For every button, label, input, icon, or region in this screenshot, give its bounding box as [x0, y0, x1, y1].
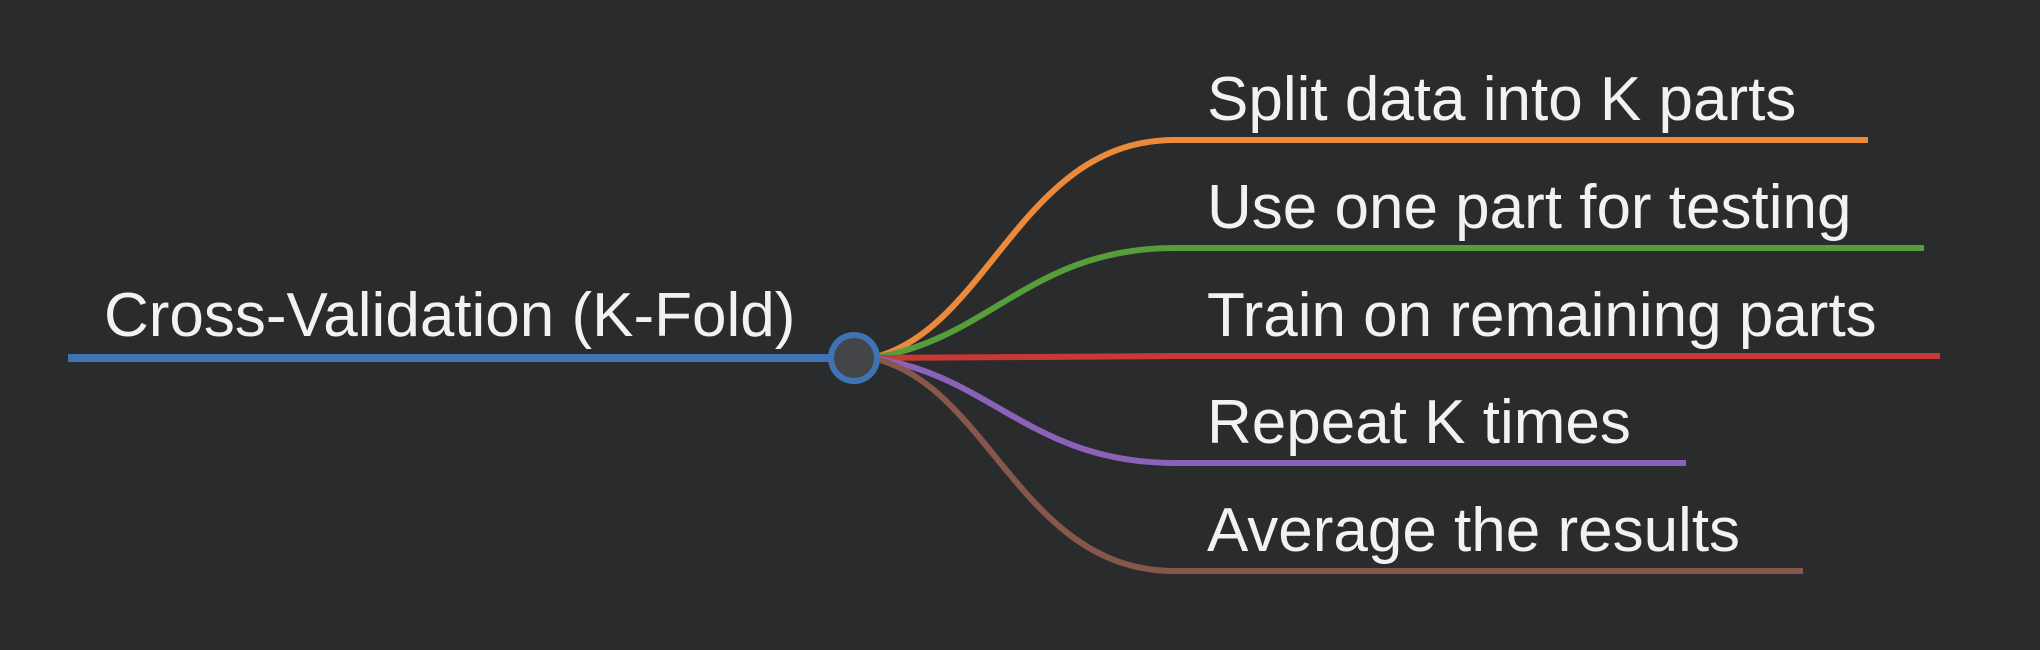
branch-connector-1 — [871, 137, 1868, 361]
branch-connector-2 — [871, 245, 1924, 361]
branch-label-4: Repeat K times — [1207, 388, 1631, 457]
branch-label-5: Average the results — [1207, 496, 1740, 565]
branch-label-2: Use one part for testing — [1207, 173, 1851, 242]
branch-connector-3 — [871, 353, 1940, 361]
root-label: Cross-Validation (K-Fold) — [104, 281, 795, 350]
root-node-circle[interactable] — [828, 332, 880, 384]
branch-label-1: Split data into K parts — [1207, 65, 1796, 134]
branch-connector-4 — [871, 355, 1686, 466]
branch-connector-5 — [871, 355, 1803, 574]
branch-label-3: Train on remaining parts — [1207, 281, 1877, 350]
